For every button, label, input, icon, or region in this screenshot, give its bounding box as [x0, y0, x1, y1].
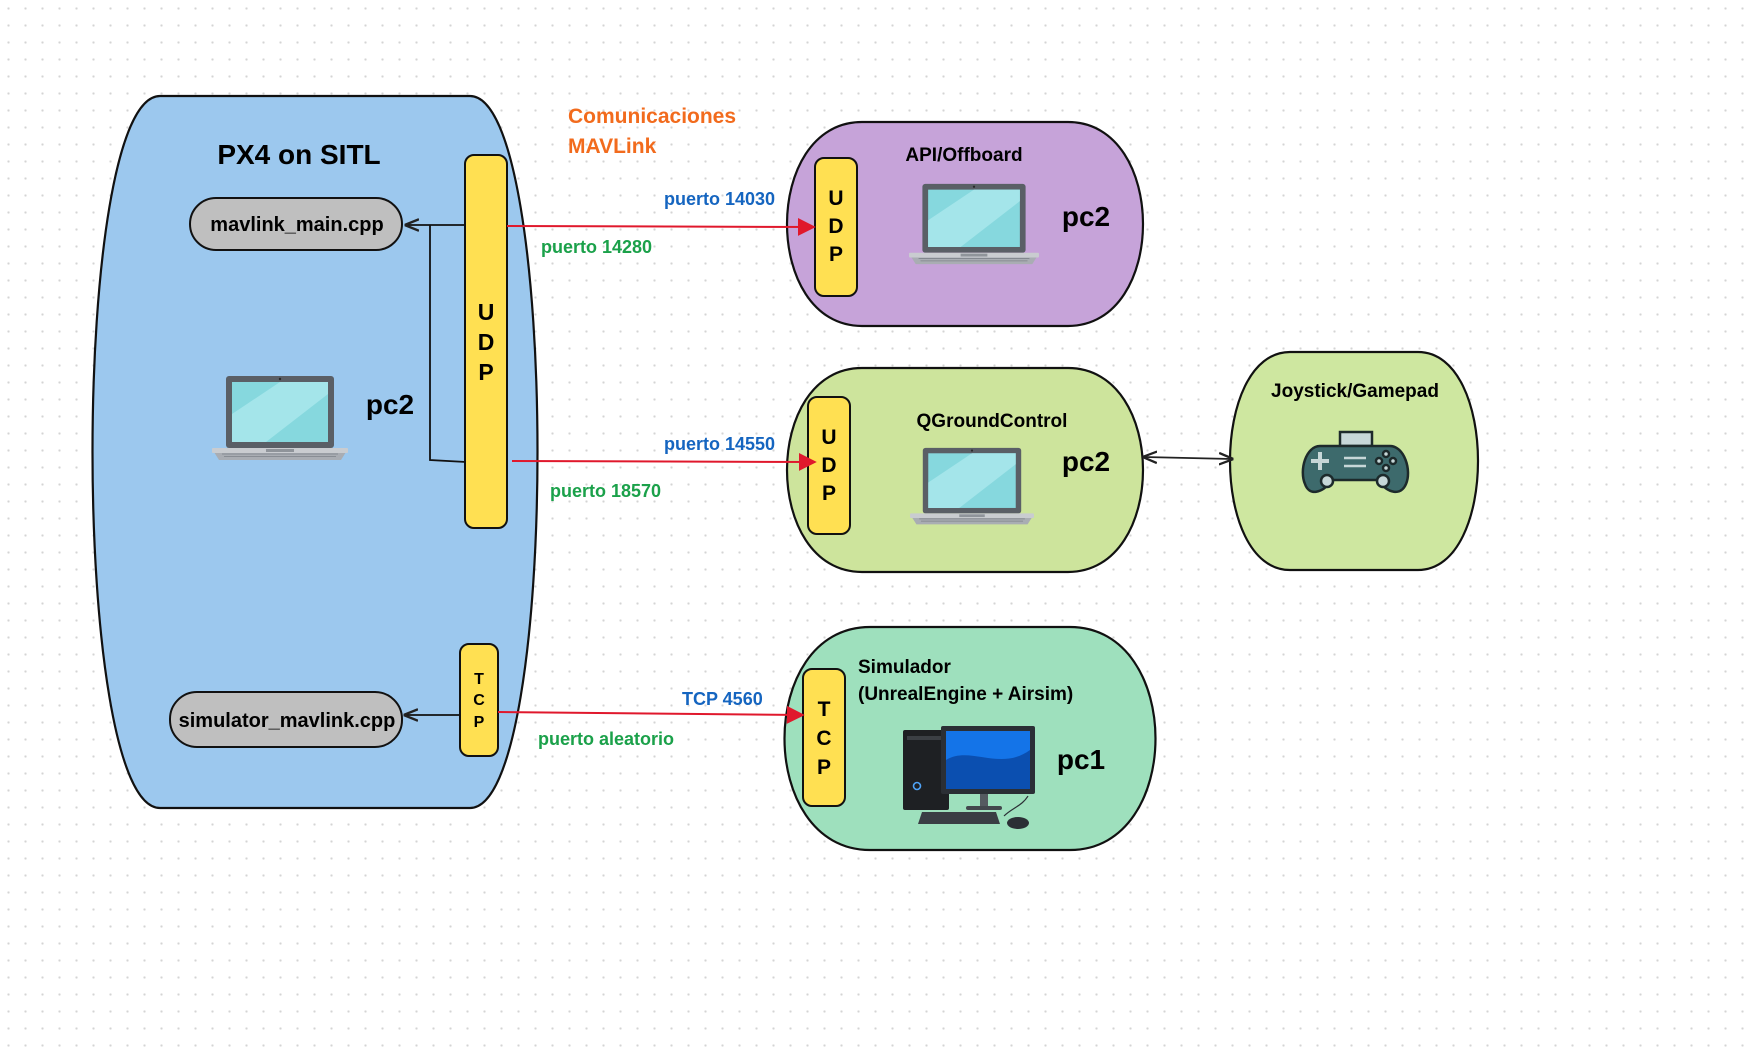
offboard-local-port-label: puerto 14280 — [541, 237, 652, 257]
simulator-mavlink-label: simulator_mavlink.cpp — [179, 710, 396, 732]
px4-laptop-icon — [211, 375, 349, 461]
px4-udp-letter-d: D — [478, 329, 495, 355]
px4-tcp-letter-c: C — [473, 692, 485, 709]
qgc-local-port-label: puerto 18570 — [550, 481, 661, 501]
offboard-udp-letter-u: U — [828, 187, 843, 210]
offboard-title: API/Offboard — [905, 145, 1022, 166]
qgc-udp-letter-d: D — [821, 454, 836, 477]
simulator-tcp-port[interactable] — [802, 668, 846, 807]
offboard-link-arrow — [506, 217, 816, 236]
simulator-mavlink-module[interactable] — [169, 691, 403, 748]
px4-tcp-port[interactable] — [459, 643, 499, 757]
mavlink-main-label: mavlink_main.cpp — [210, 214, 383, 236]
simulator-link-arrow — [497, 705, 805, 724]
simulator-tcp-letter-p: P — [817, 756, 831, 779]
desktop-pc-icon — [903, 726, 1035, 829]
udp-bracket-line — [429, 225, 467, 463]
offboard-udp-letter-d: D — [828, 215, 843, 238]
px4-title: PX4 on SITL — [217, 139, 380, 170]
qgc-udp-letter-u: U — [821, 426, 836, 449]
simulator-tcp-letter-c: C — [816, 727, 831, 750]
offboard-laptop-icon — [908, 183, 1040, 265]
qgc-link-arrow — [511, 452, 817, 471]
px4-udp-port[interactable] — [464, 154, 508, 529]
px4-udp-letter-p: P — [478, 359, 493, 385]
px4-tcp-letter-t: T — [474, 671, 484, 688]
qgc-remote-port-label: puerto 14550 — [664, 434, 775, 454]
qgc-joystick-link — [1144, 457, 1232, 459]
comms-title-line1: Comunicaciones — [568, 105, 736, 128]
simulator-tcp-letter-t: T — [818, 698, 831, 721]
qgc-udp-letter-p: P — [822, 482, 836, 505]
qgc-laptop-icon — [909, 447, 1035, 525]
simulator-local-port-label: puerto aleatorio — [538, 729, 674, 749]
offboard-remote-port-label: puerto 14030 — [664, 189, 775, 209]
mavlink-main-module[interactable] — [189, 197, 403, 251]
px4-host-label: pc2 — [366, 389, 414, 420]
px4-udp-letter-u: U — [478, 299, 495, 325]
px4-tcp-letter-p: P — [474, 714, 485, 731]
simulator-host-label: pc1 — [1057, 744, 1105, 775]
joystick-title: Joystick/Gamepad — [1271, 381, 1439, 402]
qgc-title: QGroundControl — [917, 411, 1068, 432]
simulator-title-line1: Simulador — [858, 657, 952, 678]
gamepad-icon — [1301, 430, 1410, 493]
simulator-title-line2: (UnrealEngine + Airsim) — [858, 684, 1073, 705]
simulator-remote-port-label: TCP 4560 — [682, 689, 763, 709]
offboard-host-label: pc2 — [1062, 201, 1110, 232]
offboard-udp-letter-p: P — [829, 243, 843, 266]
comms-title-line2: MAVLink — [568, 135, 657, 158]
qgc-host-label: pc2 — [1062, 446, 1110, 477]
